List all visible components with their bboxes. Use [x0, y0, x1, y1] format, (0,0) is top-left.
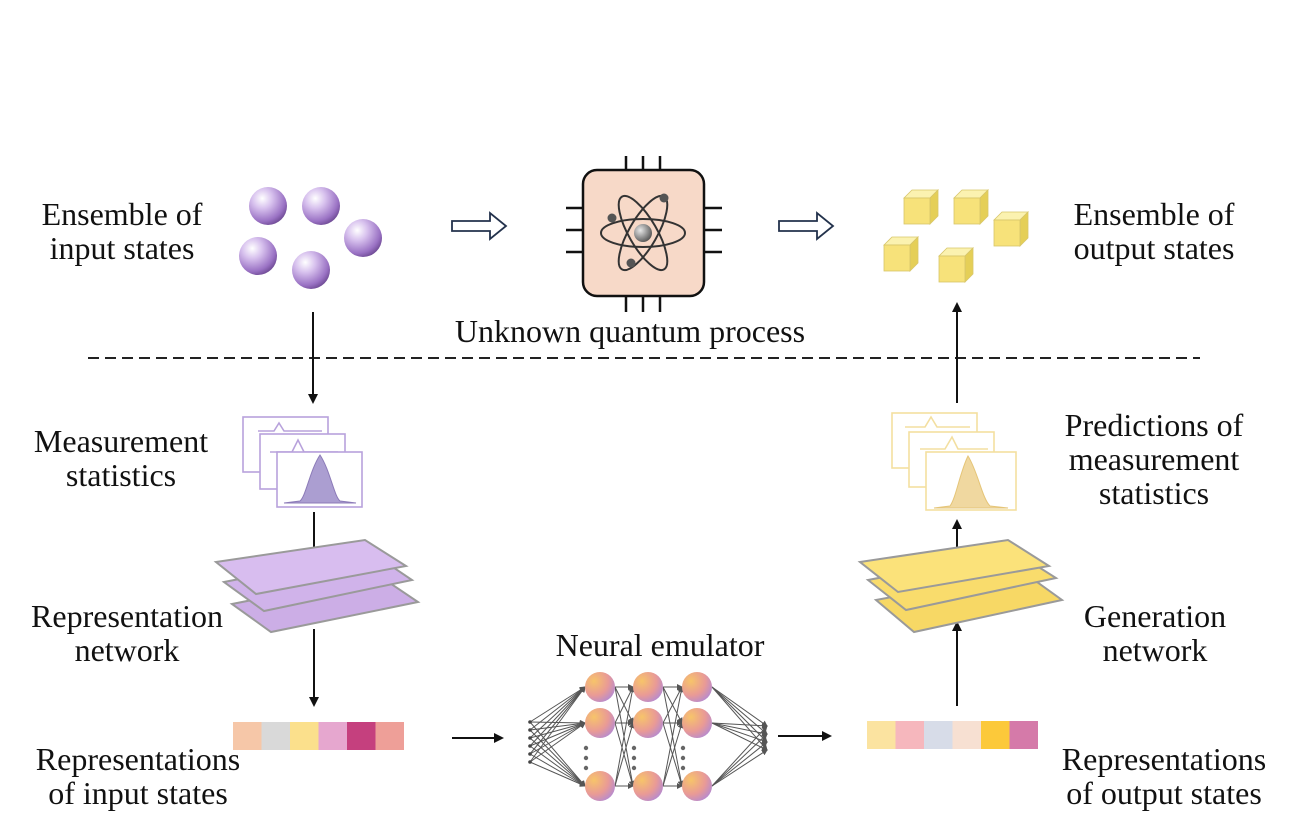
neural-network-icon [528, 672, 768, 801]
generation-network-layers [857, 538, 1065, 634]
nn-node [633, 708, 663, 738]
representation-cell [867, 721, 896, 749]
nn-input-dot [528, 736, 532, 740]
representation-cell [233, 722, 262, 750]
output-representations-label: Representations of output states [1061, 741, 1267, 811]
measurement-histogram-icon [242, 416, 363, 508]
representation-network-layers [213, 538, 421, 634]
nn-node [585, 771, 615, 801]
sphere-icon [249, 187, 287, 225]
representation-cell [895, 721, 924, 749]
representation-cell [375, 722, 404, 750]
output-ensemble-label: Ensemble of output states [1073, 196, 1235, 266]
representation-cell [318, 722, 347, 750]
process-label: Unknown quantum process [454, 313, 806, 349]
input-representations-label: Representations of input states [35, 741, 241, 811]
nn-node [682, 708, 712, 738]
representation-cell [1009, 721, 1038, 749]
sphere-icon [344, 219, 382, 257]
nn-node [585, 672, 615, 702]
process-out-arrow-icon [778, 211, 835, 241]
nn-node [633, 771, 663, 801]
nn-connections [529, 684, 768, 789]
nn-input-dot [528, 728, 532, 732]
generation-network-label: Generation network [1083, 598, 1227, 668]
nn-ellipsis-dot [583, 745, 589, 751]
cube-icon [993, 211, 1029, 247]
sphere-icon [292, 251, 330, 289]
output-states-cube-group [883, 189, 1029, 283]
neural-emulator-label: Neural emulator [555, 627, 765, 663]
representation-cell [290, 722, 319, 750]
cube-icon [883, 236, 919, 272]
nn-ellipsis-dot [631, 765, 637, 771]
representation-network-label: Representation network [31, 598, 223, 668]
nn-node [682, 672, 712, 702]
measurement-label: Measurement statistics [33, 423, 209, 493]
input-representation-bar [233, 722, 404, 750]
representation-cell [261, 722, 290, 750]
nn-ellipsis-dot [631, 755, 637, 761]
input-states-sphere-group [239, 187, 382, 289]
input-ensemble-label: Ensemble of input states [41, 196, 203, 266]
representation-cell [952, 721, 981, 749]
cube-icon [953, 189, 989, 225]
nn-ellipsis-dot [680, 745, 686, 751]
representation-cell [981, 721, 1010, 749]
nn-ellipsis-dot [583, 755, 589, 761]
nn-ellipsis-dot [631, 745, 637, 751]
sphere-icon [302, 187, 340, 225]
nn-node [682, 771, 712, 801]
nn-input-dot [528, 720, 532, 724]
atom-icon [600, 193, 686, 272]
process-in-arrow-icon [451, 211, 508, 241]
representation-cell [347, 722, 376, 750]
predictions-histogram-icon [891, 412, 1017, 511]
nn-input-dot [528, 744, 532, 748]
output-representation-bar [867, 721, 1038, 749]
nn-node [633, 672, 663, 702]
predictions-label: Predictions of measurement statistics [1064, 407, 1244, 511]
nn-input-dot [528, 760, 532, 764]
nn-input-dot [528, 752, 532, 756]
representation-cell [924, 721, 953, 749]
sphere-icon [239, 237, 277, 275]
cube-icon [903, 189, 939, 225]
nn-ellipsis-dot [583, 765, 589, 771]
nn-ellipsis-dot [680, 755, 686, 761]
cube-icon [938, 247, 974, 283]
nn-node [585, 708, 615, 738]
nn-ellipsis-dot [680, 765, 686, 771]
